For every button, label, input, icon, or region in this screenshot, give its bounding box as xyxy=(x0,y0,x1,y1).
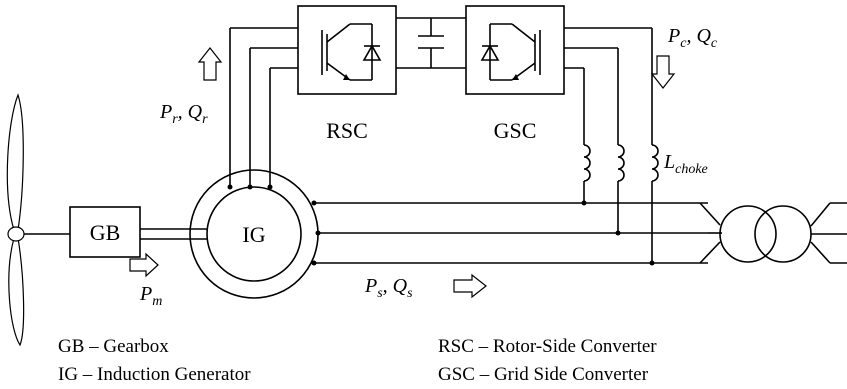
legend-rsc: RSC – Rotor-Side Converter xyxy=(438,336,657,357)
mechanical-power-arrow xyxy=(129,252,159,278)
gsc-label: GSC xyxy=(494,118,537,143)
grid-transformer xyxy=(719,202,847,264)
stator-power-label: Ps, Qs xyxy=(364,275,413,301)
stator-power-arrow xyxy=(453,273,487,299)
converter-power-label: Pc, Qc xyxy=(667,25,718,51)
gearbox-label: GB xyxy=(90,220,121,245)
rsc-label: RSC xyxy=(326,118,368,143)
gsc-leads xyxy=(564,27,653,145)
choke-label: Lchoke xyxy=(663,151,708,177)
rsc-converter xyxy=(297,5,397,95)
dc-link-capacitor xyxy=(396,17,466,69)
turbine-hub xyxy=(7,226,25,242)
mechanical-power-label: Pm xyxy=(139,283,162,309)
legend-gsc: GSC – Grid Side Converter xyxy=(438,364,649,385)
turbine-blade-bottom xyxy=(8,237,25,347)
legend-generator: IG – Induction Generator xyxy=(58,364,251,385)
rotor-leads xyxy=(227,27,298,190)
wind-turbine xyxy=(6,93,70,347)
generator-rotor-circle xyxy=(206,186,302,282)
stator-bus xyxy=(311,200,722,266)
choke-inductors xyxy=(581,144,659,266)
generator-label: IG xyxy=(242,222,265,247)
rotor-power-label: Pr, Qr xyxy=(159,101,208,127)
gearbox-box xyxy=(69,206,141,258)
gsc-converter xyxy=(465,5,565,95)
legend-gearbox: GB – Gearbox xyxy=(58,336,169,357)
turbine-blade-top xyxy=(6,93,24,231)
converter-power-arrow xyxy=(650,55,676,89)
rotor-power-arrow xyxy=(197,47,223,81)
